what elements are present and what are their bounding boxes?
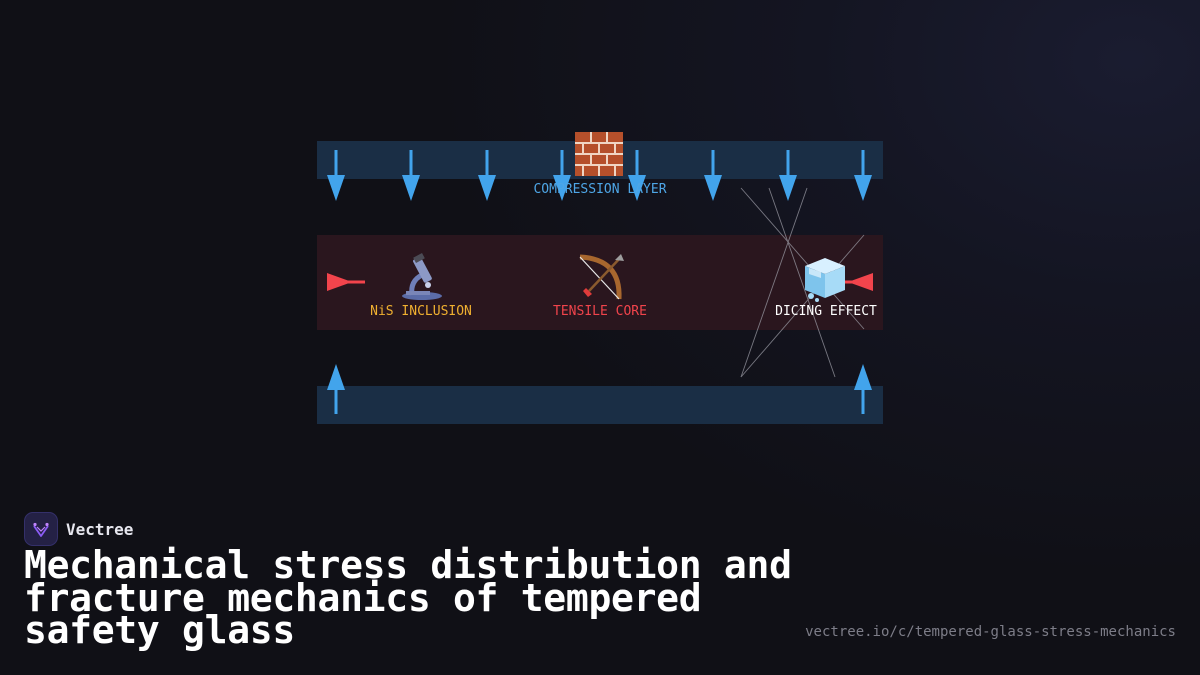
brand-name: Vectree xyxy=(66,519,134,539)
brick-icon xyxy=(575,132,623,176)
compression-arrow xyxy=(854,150,872,201)
bow-and-arrow-icon xyxy=(579,254,624,300)
page-title: Mechanical stress distribution and fract… xyxy=(24,543,792,652)
vectree-logo xyxy=(24,512,58,546)
compression-arrow xyxy=(478,150,496,201)
source-url[interactable]: vectree.io/c/tempered-glass-stress-mecha… xyxy=(805,624,1176,640)
compression-arrow xyxy=(553,150,571,201)
dicing-effect-label: DICING EFFECT xyxy=(775,304,877,319)
top-compression-arrows xyxy=(327,150,872,201)
ice-cube-icon xyxy=(805,258,845,302)
vectree-logo-icon xyxy=(33,522,49,537)
compression-arrow xyxy=(779,150,797,201)
compression-arrow xyxy=(628,150,646,201)
bottom-compression-arrows xyxy=(327,364,872,414)
compression-arrow xyxy=(854,364,872,414)
brand: Vectree xyxy=(24,512,133,546)
compression-arrow xyxy=(704,150,722,201)
compression-layer-label: COMPRESSION LAYER xyxy=(533,182,666,197)
compression-arrow xyxy=(327,150,345,201)
compression-arrow xyxy=(327,364,345,414)
compression-arrow xyxy=(402,150,420,201)
tensile-core-label: TENSILE CORE xyxy=(553,304,647,319)
nis-inclusion-label: NiS INCLUSION xyxy=(370,304,472,319)
bottom-compression-layer xyxy=(317,386,883,424)
tensile-arrow-left xyxy=(327,273,365,291)
fracture-lines xyxy=(740,187,865,378)
microscope-icon xyxy=(402,253,442,300)
